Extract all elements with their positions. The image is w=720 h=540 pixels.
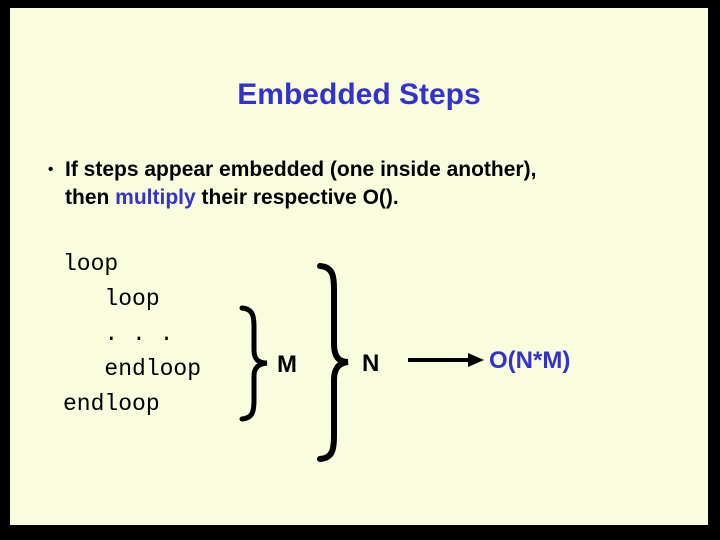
bullet-line2-post: their respective O(). (195, 186, 399, 209)
bullet-marker-icon: • (48, 161, 54, 178)
code-line: loop (63, 251, 119, 277)
bullet-item: • If steps appear embedded (one inside a… (48, 156, 648, 212)
bullet-line2-pre: then (65, 186, 116, 209)
right-arrow-icon (408, 353, 484, 367)
code-line: endloop (63, 391, 160, 417)
outer-brace-label: N (362, 350, 380, 377)
inner-brace-label: M (277, 351, 297, 378)
result-complexity: O(N*M) (489, 347, 571, 374)
code-line: . . . (63, 321, 174, 347)
bullet-text: If steps appear embedded (one inside ano… (65, 156, 536, 212)
code-block: loop loop . . . endloop endloop (63, 247, 201, 422)
outer-brace-icon (317, 263, 349, 462)
bullet-line1: If steps appear embedded (one inside ano… (65, 158, 537, 181)
slide-background (10, 8, 708, 525)
slide-title: Embedded Steps (237, 78, 481, 111)
inner-brace-icon (239, 305, 268, 422)
bullet-highlight-multiply: multiply (115, 186, 196, 209)
code-line: endloop (63, 356, 202, 382)
code-line: loop (63, 286, 160, 312)
